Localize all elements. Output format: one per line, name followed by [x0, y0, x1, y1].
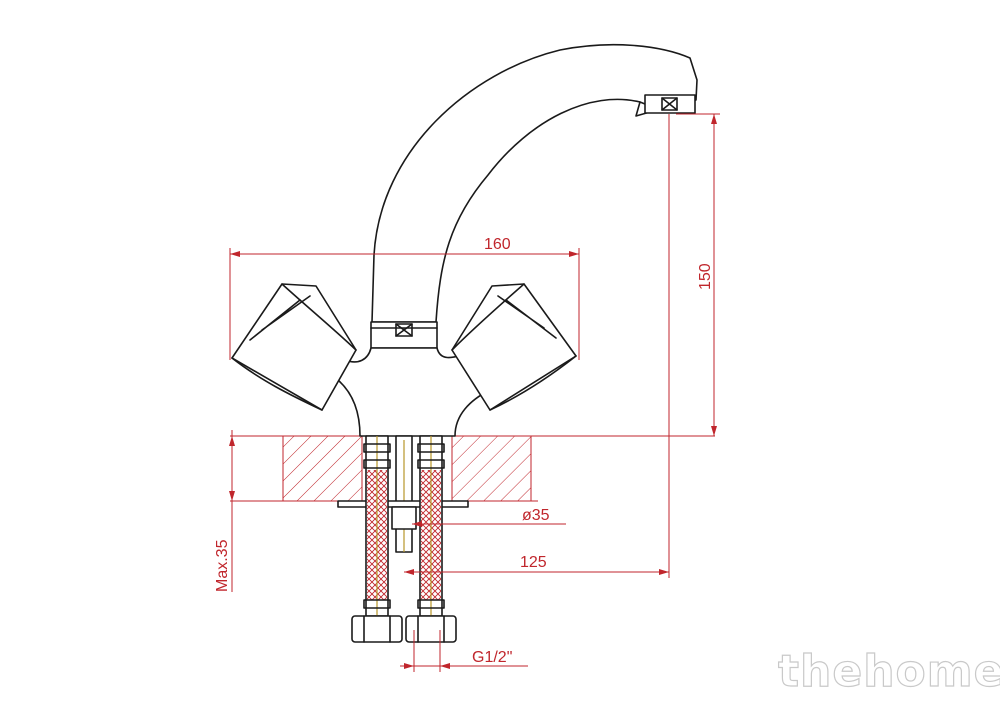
dimension-width-160: 160 — [229, 236, 580, 360]
mounting-stud — [337, 435, 469, 553]
dimension-reach-125: 125 — [404, 114, 670, 578]
left-handle — [231, 283, 357, 411]
dimension-thread: G1/2" — [400, 630, 528, 672]
label-thread: G1/2" — [472, 649, 512, 666]
spout — [371, 43, 698, 323]
dimension-height-150: 150 — [676, 113, 720, 436]
dimension-hole-35: ø35 — [412, 507, 566, 527]
label-width: 160 — [484, 236, 511, 253]
label-hole: ø35 — [522, 507, 550, 524]
label-thickness: Max.35 — [214, 539, 231, 592]
right-handle — [451, 283, 577, 411]
dimension-thickness: Max.35 — [214, 430, 235, 592]
label-reach: 125 — [520, 554, 547, 571]
spout-collar — [370, 321, 438, 349]
left-hose — [363, 435, 391, 640]
right-hose — [417, 435, 445, 640]
hose-nut-left — [351, 615, 403, 643]
hose-nut-right — [405, 615, 457, 643]
label-height: 150 — [697, 263, 714, 290]
countertop-section — [230, 435, 715, 502]
watermark-logo: thehome — [778, 646, 1000, 697]
